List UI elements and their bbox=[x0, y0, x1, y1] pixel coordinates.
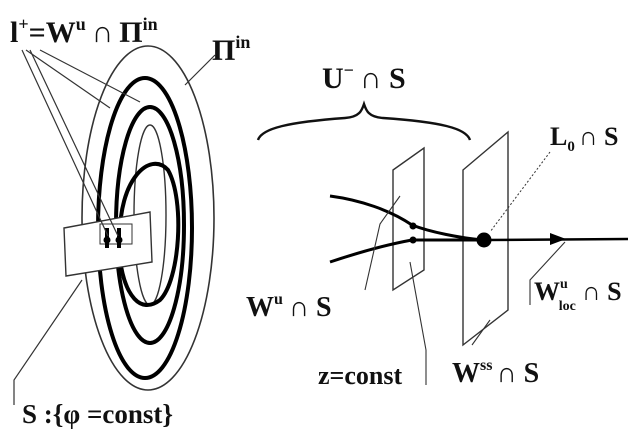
orbit-inner bbox=[117, 162, 181, 307]
pointer-wu-s bbox=[364, 195, 401, 291]
pointer-wu-loc bbox=[529, 241, 566, 305]
wu-loc-arrowhead bbox=[550, 233, 566, 245]
label-z-const: z=const bbox=[318, 361, 402, 390]
z-const-plane bbox=[392, 146, 425, 292]
intersection-point-2 bbox=[115, 236, 123, 244]
brace bbox=[256, 100, 472, 141]
outer-torus-outline bbox=[81, 45, 215, 391]
label-wu-s: Wu∩ S bbox=[246, 291, 332, 323]
pointer-lplus-4 bbox=[39, 49, 141, 103]
label-s-definition: S :{φ =const} bbox=[22, 399, 173, 429]
pointer-lplus-2 bbox=[29, 49, 119, 237]
label-wss-s: Wss∩ S bbox=[452, 357, 539, 389]
pointer-lplus-1 bbox=[21, 49, 109, 237]
label-l0-s: L0∩ S bbox=[550, 122, 619, 155]
label-pi-in: Πin bbox=[212, 32, 250, 67]
pointer-wss bbox=[471, 319, 491, 346]
section-figure bbox=[256, 100, 629, 385]
pointer-s-def bbox=[13, 279, 83, 405]
pointer-l0 bbox=[489, 151, 551, 233]
pointer-z-const bbox=[409, 261, 427, 385]
z-plane-point-upper bbox=[409, 222, 417, 230]
label-l-plus: l+=Wu∩Πin bbox=[10, 14, 158, 49]
intersection-point-1 bbox=[103, 236, 111, 244]
pointer-lplus-3 bbox=[25, 49, 111, 109]
label-u-minus-s: U−∩ S bbox=[322, 60, 406, 95]
z-plane-point-lower bbox=[409, 236, 417, 244]
torus-figure bbox=[13, 45, 216, 405]
pointer-pi-in bbox=[184, 54, 216, 86]
